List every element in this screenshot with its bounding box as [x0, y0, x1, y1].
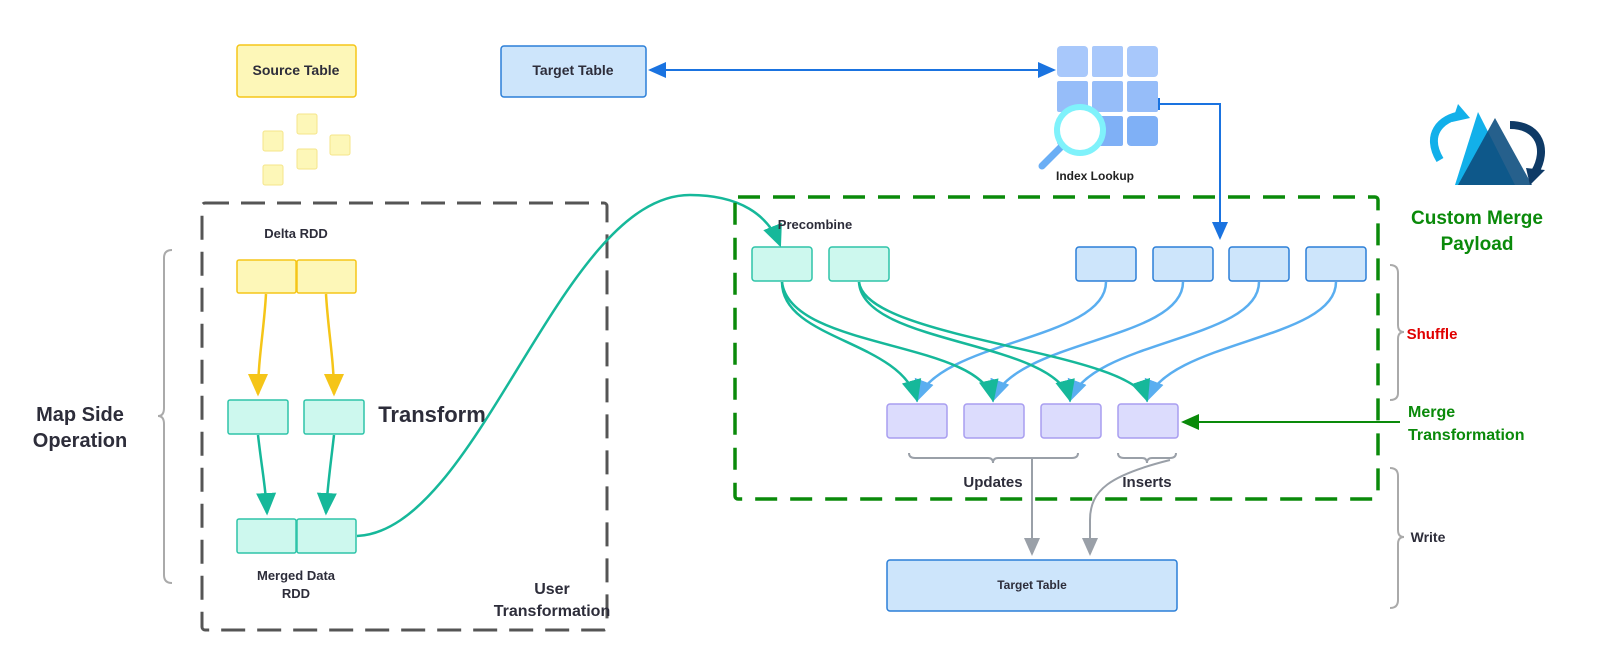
merged-to-precombine-arrow	[356, 193, 782, 538]
source-records	[262, 113, 351, 186]
user-transformation-line1: User	[534, 581, 570, 598]
custom-merge-payload-line2: Payload	[1441, 234, 1514, 255]
write-bracket	[1389, 467, 1405, 609]
updates-label: Updates	[963, 474, 1022, 491]
shuffle-bracket	[1389, 264, 1405, 401]
target-record-partitions	[1075, 246, 1367, 282]
updates-brace	[908, 452, 1079, 464]
transform-partitions	[227, 399, 365, 435]
user-transformation-line2: Transformation	[494, 603, 610, 620]
target-table-top-label: Target Table	[532, 62, 613, 78]
index-to-records-arrow	[1160, 103, 1228, 240]
merged-data-rdd-line1: Merged Data	[257, 568, 336, 583]
map-side-operation-line1: Map Side	[36, 404, 124, 426]
inserts-write-arrow	[1082, 459, 1171, 556]
source-table-label: Source Table	[253, 62, 340, 78]
transform-label: Transform	[378, 402, 486, 427]
merge-payload-logo	[1430, 104, 1545, 185]
shuffle-label: Shuffle	[1407, 326, 1458, 343]
delta-rdd-label: Delta RDD	[264, 226, 328, 241]
map-side-bracket	[157, 249, 173, 584]
inserts-label: Inserts	[1122, 474, 1171, 491]
shuffle-arrows	[780, 281, 1338, 403]
map-side-operation-line2: Operation	[33, 430, 127, 452]
merge-transformation-line1: Merge	[1408, 404, 1455, 421]
index-lookup-label: Index Lookup	[1056, 169, 1134, 183]
merge-stage-boundary	[733, 195, 1380, 501]
precombine-partitions	[751, 246, 890, 282]
target-table-bottom-label: Target Table	[997, 578, 1067, 592]
write-label: Write	[1411, 529, 1446, 545]
merge-transformation-line2: Transformation	[1408, 427, 1524, 444]
custom-merge-payload-line1: Custom Merge	[1411, 208, 1543, 229]
user-transformation-boundary	[200, 201, 609, 632]
source-table-node: Source Table	[236, 44, 357, 98]
inserts-brace	[1117, 452, 1177, 464]
merged-data-rdd-line2: RDD	[282, 586, 310, 601]
target-table-top-node: Target Table	[500, 45, 647, 98]
merged-partitions	[886, 403, 1179, 439]
delta-rdd-partitions	[236, 259, 357, 294]
precombine-label: Precombine	[778, 217, 852, 232]
target-table-bottom-node: Target Table	[886, 559, 1178, 612]
merged-data-partitions	[236, 518, 357, 554]
index-lookup-icon	[1038, 46, 1158, 170]
